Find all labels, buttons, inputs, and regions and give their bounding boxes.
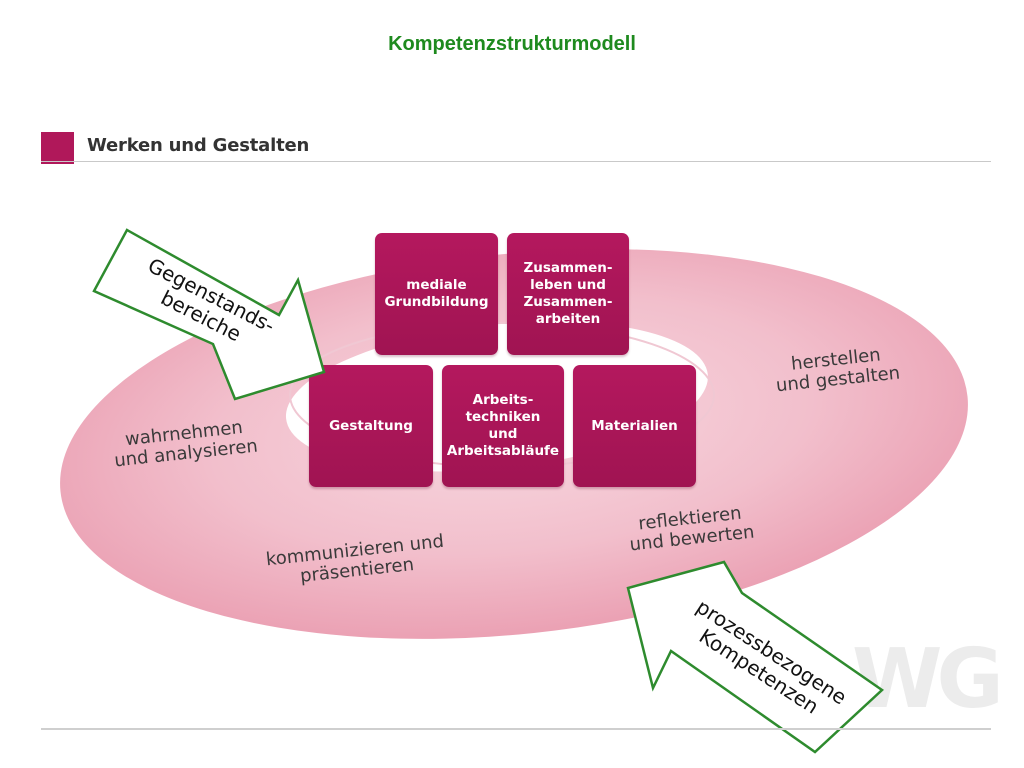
tile-label: Materialien (591, 417, 678, 434)
tile-arbeitstechniken: Arbeits- techniken und Arbeitsabläufe (442, 365, 564, 487)
tile-label: Arbeits- techniken und Arbeitsabläufe (446, 392, 560, 459)
section-label: Werken und Gestalten (87, 135, 310, 156)
tile-mediale-grundbildung: mediale Grundbildung (375, 233, 498, 355)
tile-label: Gestaltung (329, 417, 413, 434)
page-title: Kompetenzstrukturmodell (388, 33, 636, 55)
watermark-logo: WG (852, 632, 1004, 727)
section-divider (41, 161, 991, 162)
arrow-gegenstand (92, 228, 326, 401)
tile-label: mediale Grundbildung (384, 277, 489, 310)
section-header: Werken und Gestalten (41, 128, 991, 164)
tile-gestaltung: Gestaltung (309, 365, 433, 487)
section-color-marker (41, 132, 74, 164)
footer-divider (41, 728, 991, 730)
tile-label: Zusammen- leben und Zusammen- arbeiten (523, 260, 613, 327)
tile-materialien: Materialien (573, 365, 696, 487)
tile-zusammenleben: Zusammen- leben und Zusammen- arbeiten (507, 233, 629, 355)
arrow-prozess (626, 560, 884, 754)
